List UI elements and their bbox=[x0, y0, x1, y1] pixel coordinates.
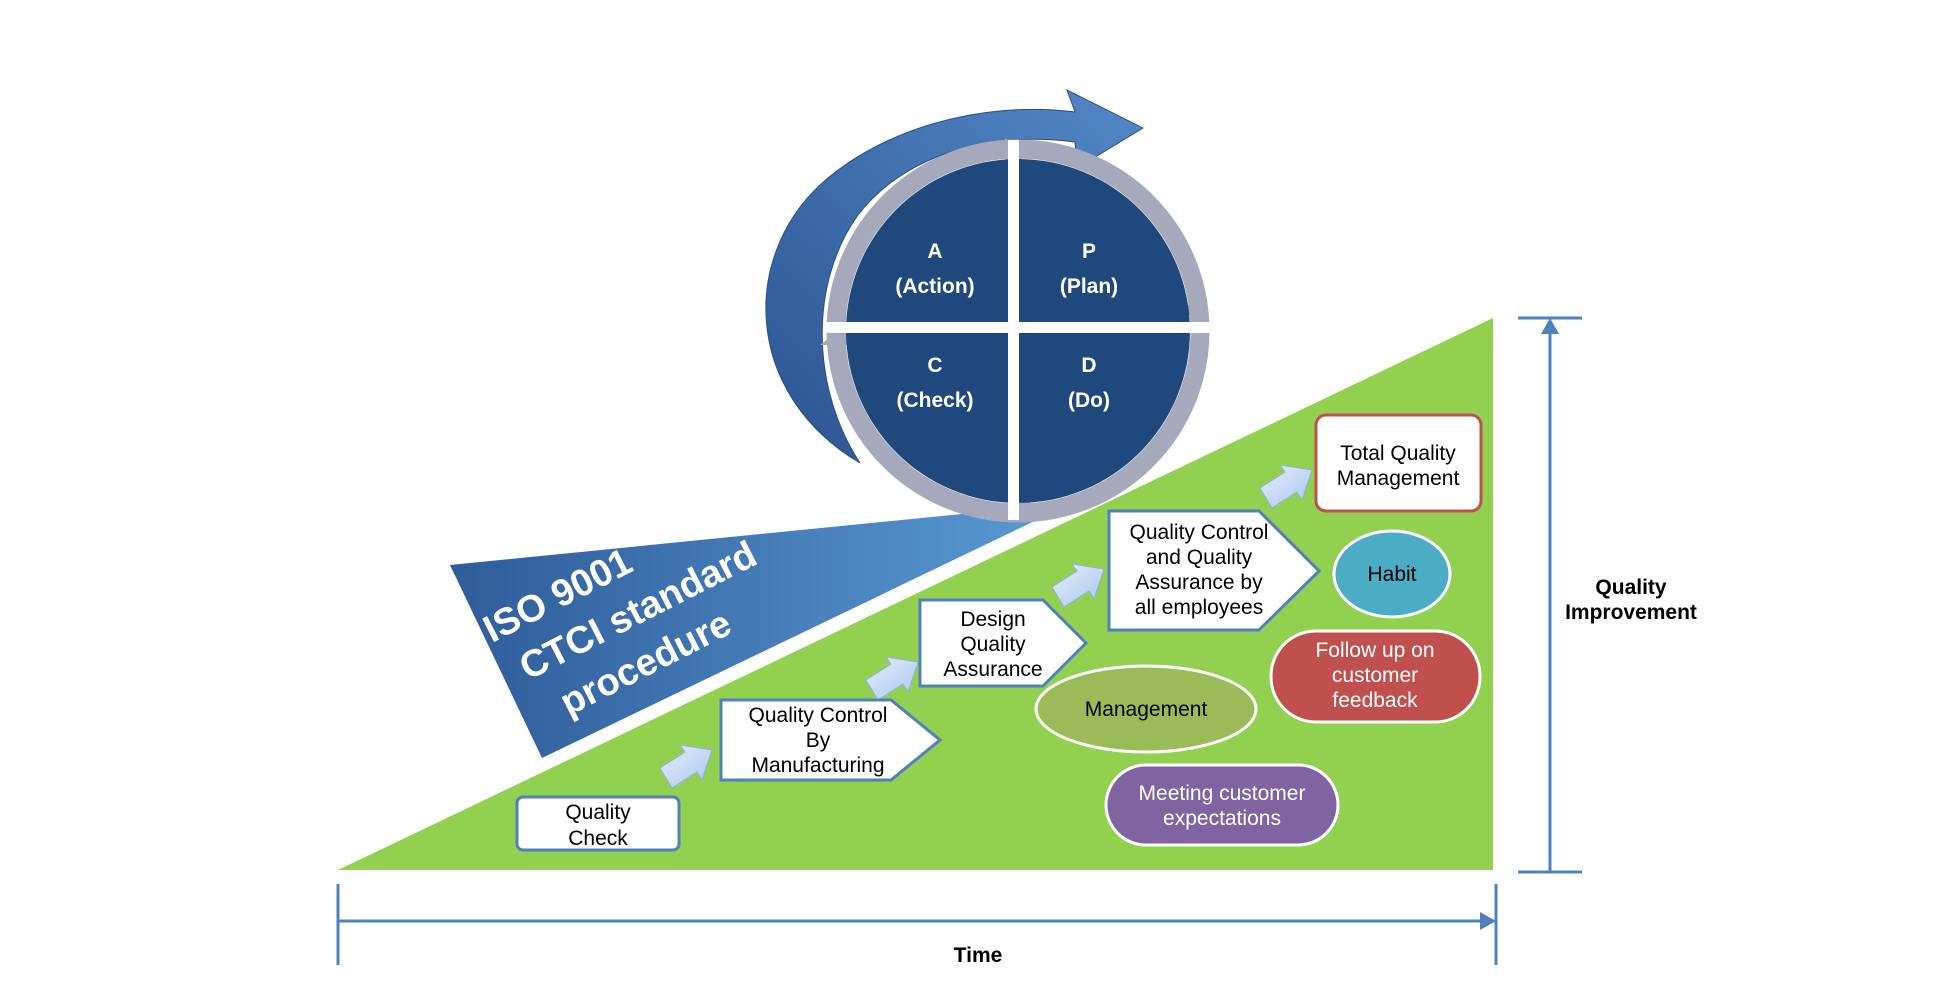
design-qa-line-1: Design bbox=[960, 608, 1025, 631]
qc-qa-employees-line-2: and Quality bbox=[1146, 546, 1253, 569]
quadrant-action bbox=[846, 159, 1018, 331]
check-letter: C bbox=[927, 354, 942, 377]
meeting-line-2: expectations bbox=[1163, 807, 1281, 830]
action-letter: A bbox=[927, 240, 942, 263]
tqm-box: Total Quality Management bbox=[1314, 413, 1483, 513]
tqm-line-1: Total Quality bbox=[1340, 442, 1456, 465]
habit-oval: Habit bbox=[1332, 529, 1452, 619]
qc-manufacturing-line-1: Quality Control bbox=[749, 704, 888, 727]
design-qa-line-2: Quality bbox=[960, 633, 1026, 656]
quality-improvement-line-1: Quality bbox=[1595, 576, 1667, 599]
do-word: (Do) bbox=[1068, 389, 1110, 412]
pdca-divider-horizontal bbox=[825, 322, 1210, 333]
qc-qa-employees-box: Quality Control and Quality Assurance by… bbox=[1107, 509, 1322, 632]
qc-qa-employees-line-1: Quality Control bbox=[1130, 521, 1269, 544]
cycle-curved-arrow bbox=[765, 88, 1145, 464]
management-oval: Management bbox=[1034, 664, 1258, 754]
tqm-line-2: Management bbox=[1337, 467, 1460, 490]
quadrant-check bbox=[846, 331, 1018, 503]
quality-axis: Quality Improvement bbox=[1518, 316, 1697, 874]
quality-check-line-1: Quality bbox=[565, 801, 631, 824]
quality-check-line-2: Check bbox=[568, 827, 628, 850]
plan-word: (Plan) bbox=[1060, 275, 1118, 298]
step-arrow-4 bbox=[1259, 464, 1313, 509]
step-arrow-2 bbox=[865, 656, 919, 701]
plan-letter: P bbox=[1082, 240, 1096, 263]
check-word: (Check) bbox=[896, 389, 973, 412]
management-label: Management bbox=[1085, 698, 1208, 721]
quadrant-plan bbox=[1018, 159, 1190, 331]
action-word: (Action) bbox=[895, 275, 974, 298]
quality-improvement-line-2: Improvement bbox=[1565, 601, 1697, 624]
design-qa-line-3: Assurance bbox=[943, 658, 1042, 681]
follow-up-line-1: Follow up on bbox=[1315, 639, 1434, 662]
follow-up-line-2: customer bbox=[1332, 664, 1418, 687]
qc-manufacturing-line-2: By bbox=[806, 729, 831, 752]
meeting-line-1: Meeting customer bbox=[1139, 782, 1306, 805]
step-arrow-3 bbox=[1051, 563, 1105, 608]
meeting-pill: Meeting customer expectations bbox=[1104, 763, 1340, 847]
do-letter: D bbox=[1081, 354, 1096, 377]
quadrant-do bbox=[1018, 331, 1190, 503]
qc-qa-employees-line-4: all employees bbox=[1135, 596, 1263, 619]
design-qa-box: Design Quality Assurance bbox=[918, 598, 1089, 688]
pdca-cycle: A (Action) P (Plan) C (Check) D (Do) bbox=[820, 138, 1210, 523]
qc-manufacturing-line-3: Manufacturing bbox=[751, 754, 884, 777]
time-label: Time bbox=[954, 944, 1003, 967]
habit-label: Habit bbox=[1367, 563, 1416, 586]
quality-check-box: Quality Check bbox=[515, 795, 681, 852]
follow-up-line-3: feedback bbox=[1332, 689, 1418, 712]
qc-manufacturing-box: Quality Control By Manufacturing bbox=[719, 698, 943, 782]
qc-qa-employees-line-3: Assurance by bbox=[1135, 571, 1263, 594]
iso-wedge bbox=[450, 503, 1072, 758]
follow-up-pill: Follow up on customer feedback bbox=[1269, 629, 1482, 724]
time-axis: Time bbox=[336, 884, 1498, 967]
step-arrow-1 bbox=[659, 744, 713, 789]
